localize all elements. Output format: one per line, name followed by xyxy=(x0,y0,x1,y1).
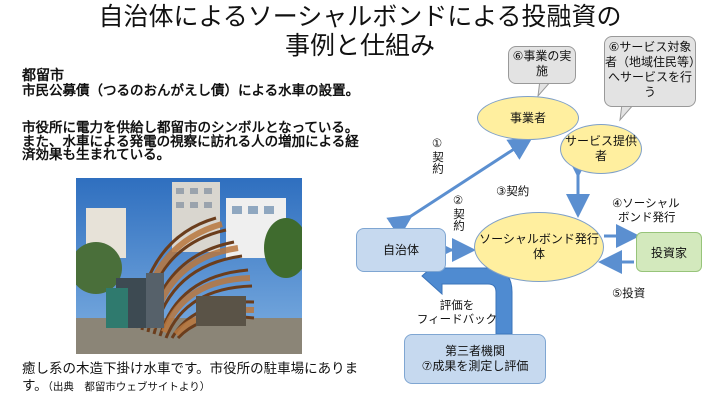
business-operator-node: 事業者 xyxy=(477,96,579,140)
investor-node: 投資家 xyxy=(636,232,702,272)
callout-service: ⑥サービス対象者（地域住民等）へサービスを行う xyxy=(604,36,696,107)
third-party-line2: ⑦成果を測定し評価 xyxy=(421,359,529,373)
step1-num: ① xyxy=(431,136,443,150)
step1-text: 契約 xyxy=(431,151,445,174)
caption-text: 癒し系の木造下掛け水車です。市役所の駐車場にあります。 xyxy=(22,361,359,394)
step2-num: ② xyxy=(452,193,464,207)
step2-label: ② 契約 xyxy=(451,193,466,231)
caption-source: （出典 都留市ウェブサイトより） xyxy=(47,381,211,393)
case-paragraph-2: 市役所に電力を供給し都留市のシンボルとなっている。また、水車による発電の視察に訪… xyxy=(22,120,359,163)
photo-caption: 癒し系の木造下掛け水車です。市役所の駐車場にあります。（出典 都留市ウェブサイト… xyxy=(22,361,362,396)
waterwheel-photo xyxy=(76,178,302,354)
case-name: 都留市 xyxy=(22,68,64,84)
third-party-line1: 第三者機関 xyxy=(444,344,505,358)
page-title-line2: 事例と仕組み xyxy=(284,31,435,60)
step2-text: 契約 xyxy=(452,208,466,231)
page-title-line1: 自治体によるソーシャルボンドによる投融資の xyxy=(98,2,622,31)
municipality-node: 自治体 xyxy=(356,228,446,272)
feedback-line1: 評価を xyxy=(439,298,475,312)
service-provider-node: サービス提供者 xyxy=(560,124,642,174)
step1-label: ① 契約 xyxy=(430,136,445,174)
step5-label: ⑤投資 xyxy=(612,286,646,300)
step4-line2: ボンド発行 xyxy=(618,210,676,224)
bond-issuer-node: ソーシャルボンド発行体 xyxy=(474,212,604,282)
arrow-municipality-operator xyxy=(386,136,534,238)
feedback-line2: フィードバック xyxy=(416,312,498,326)
feedback-label: 評価を フィードバック xyxy=(416,298,498,326)
case-paragraph-1: 市民公募債（つるのおんがえし債）による水車の設置。 xyxy=(22,83,360,99)
third-party-node: 第三者機関 ⑦成果を測定し評価 xyxy=(404,334,546,384)
step3-label: ③契約 xyxy=(496,184,530,198)
step4-line1: ④ソーシャル xyxy=(612,196,680,210)
callout-implementation: ⑥事業の実施 xyxy=(508,46,576,84)
step4-label: ④ソーシャル ボンド発行 xyxy=(612,196,680,224)
